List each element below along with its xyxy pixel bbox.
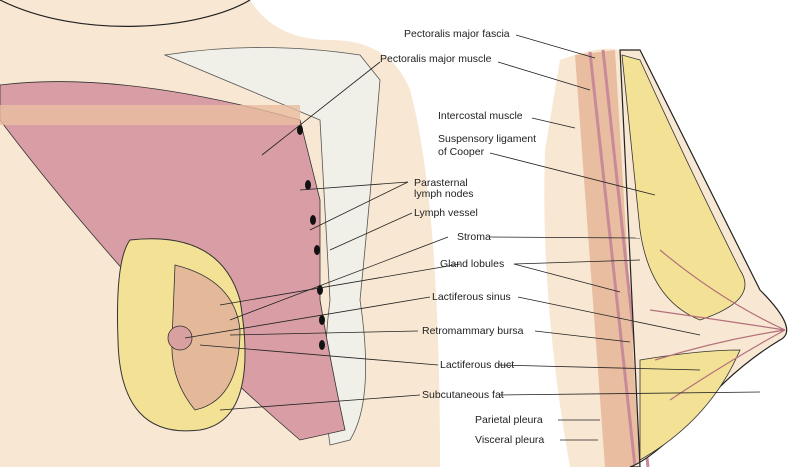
label-lymph-vessel: Lymph vessel bbox=[414, 207, 478, 219]
sagittal-view bbox=[544, 48, 788, 467]
labels: Pectoralis major fascia Pectoralis major… bbox=[380, 28, 544, 446]
label-parasternal-1: Parasternal bbox=[414, 177, 468, 189]
parasternal-lymph-nodes bbox=[297, 125, 325, 350]
sagittal-fat bbox=[621, 54, 746, 321]
label-pectoralis-muscle: Pectoralis major muscle bbox=[380, 53, 492, 65]
nipple bbox=[167, 325, 193, 351]
label-lactiferous-duct: Lactiferous duct bbox=[440, 359, 514, 371]
label-stroma: Stroma bbox=[457, 231, 491, 243]
label-gland-lobules: Gland lobules bbox=[440, 258, 504, 270]
label-cooper-1: Suspensory ligament bbox=[438, 133, 536, 145]
label-visceral-pleura: Visceral pleura bbox=[475, 434, 544, 446]
label-parasternal-2: lymph nodes bbox=[414, 188, 474, 200]
label-retromammary: Retromammary bursa bbox=[422, 325, 524, 337]
label-lactiferous-sinus: Lactiferous sinus bbox=[432, 291, 511, 303]
leader-lines bbox=[184, 34, 761, 441]
mammary-gland bbox=[171, 264, 241, 411]
label-subcutaneous-fat: Subcutaneous fat bbox=[422, 389, 504, 401]
frontal-view bbox=[0, 0, 440, 467]
label-parietal-pleura: Parietal pleura bbox=[475, 414, 543, 426]
lactiferous-ducts bbox=[649, 249, 786, 401]
label-cooper-2: of Cooper bbox=[438, 146, 485, 158]
label-pectoralis-fascia: Pectoralis major fascia bbox=[404, 28, 510, 40]
label-intercostal: Intercostal muscle bbox=[438, 110, 523, 122]
